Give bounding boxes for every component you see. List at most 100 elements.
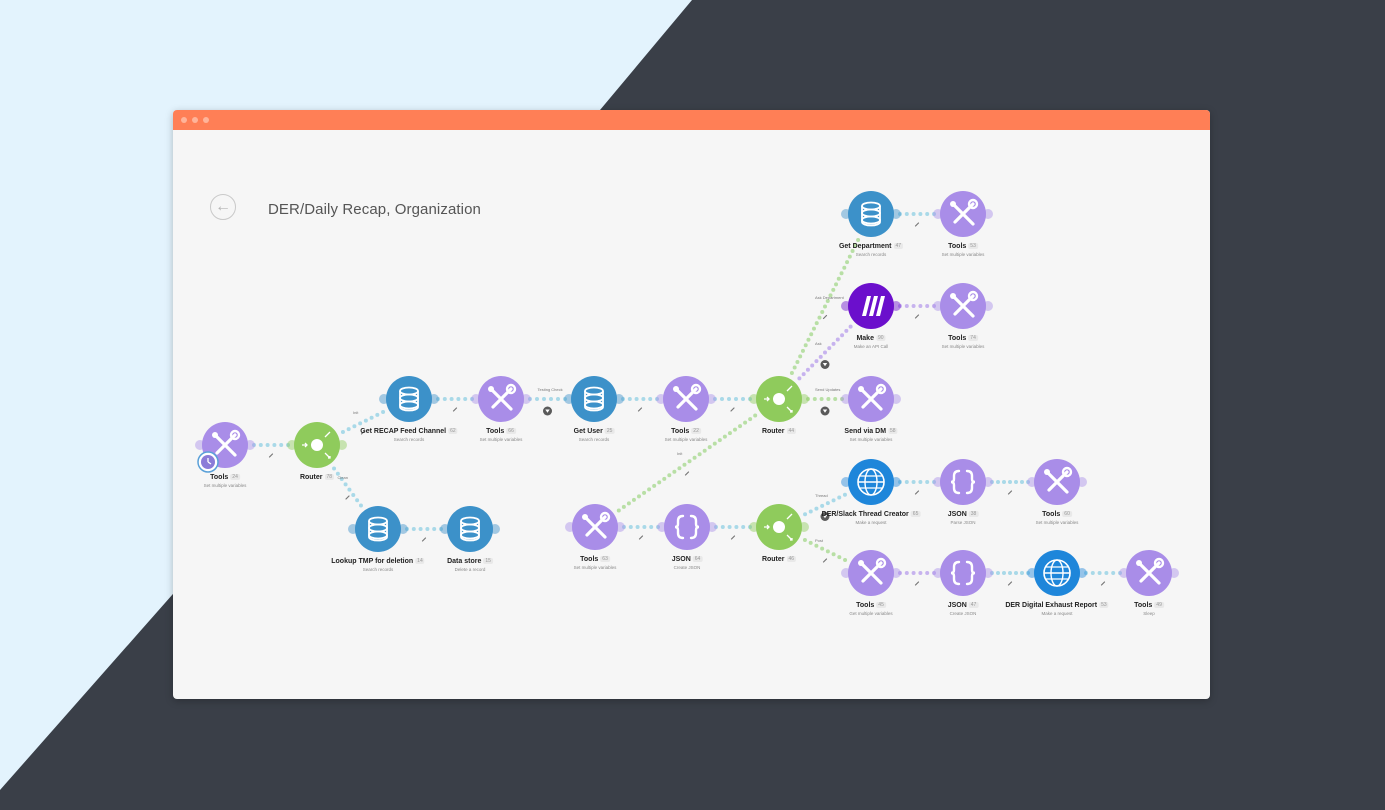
wrench-mini-icon[interactable] [1007,581,1013,586]
wrench-mini-icon[interactable] [914,314,920,319]
connection-link[interactable] [898,571,936,586]
module-router[interactable] [749,376,809,422]
module-tools[interactable] [656,376,716,422]
connection-link[interactable] [528,397,567,416]
connection-link[interactable] [803,492,847,521]
module-bubble[interactable] [848,283,894,329]
link-dot [425,527,430,531]
connection-link[interactable] [622,525,660,540]
link-dot [820,546,825,551]
link-dot [418,527,423,531]
wrench-mini-icon[interactable] [822,314,828,320]
module-json[interactable] [933,550,993,596]
filter-funnel-shape [822,515,828,519]
connection-link[interactable] [898,304,936,319]
wrench-mini-icon[interactable] [684,471,690,476]
link-dot [748,397,752,401]
link-dot [911,212,916,216]
wrench-mini-icon[interactable] [637,407,643,412]
link-dot [346,427,351,432]
link-dot [856,237,861,242]
link-dot [836,276,841,281]
connection-link[interactable] [621,397,659,412]
module-name: Tools [580,556,599,563]
connection-link[interactable] [898,212,936,227]
module-bubble[interactable] [848,191,894,237]
module-action: Parse JSON [950,520,976,525]
module-tools[interactable] [933,191,993,237]
link-dot [563,397,567,401]
connection-link[interactable] [806,397,844,416]
connection-link[interactable] [898,480,936,495]
module-tools[interactable] [471,376,531,422]
module-datastore[interactable] [564,376,624,422]
module-bubble[interactable] [664,504,710,550]
connection-link[interactable] [789,237,861,376]
module-action: Search records [578,437,610,442]
link-dot [738,424,743,429]
window-close-dot[interactable] [181,117,187,123]
module-make[interactable] [841,283,901,329]
connection-link[interactable] [332,466,363,508]
wrench-mini-icon[interactable] [914,581,920,586]
module-tools[interactable] [841,376,901,422]
wrench-mini-icon[interactable] [345,495,350,500]
wrench-mini-icon[interactable] [268,453,274,458]
wrench-mini-icon[interactable] [1100,581,1106,586]
module-bubble[interactable] [447,506,493,552]
module-bubble[interactable] [386,376,432,422]
window-maximize-dot[interactable] [203,117,209,123]
module-http[interactable] [1027,550,1087,596]
wrench-mini-icon[interactable] [914,222,920,227]
connection-link[interactable] [1084,571,1122,586]
wrench-mini-icon[interactable] [421,537,427,542]
module-datastore[interactable] [379,376,439,422]
wrench-mini-icon[interactable] [730,535,736,540]
link-dot [1002,571,1006,575]
module-bubble[interactable] [355,506,401,552]
wrench-mini-icon[interactable] [730,407,735,412]
module-bubble[interactable] [571,376,617,422]
back-button[interactable]: ← [210,194,236,220]
router-icon [764,513,793,541]
module-bubble[interactable] [940,459,986,505]
connection-link[interactable] [405,527,443,542]
connection-link[interactable] [252,443,290,458]
connection-link[interactable] [802,537,848,563]
window-minimize-dot[interactable] [192,117,198,123]
module-tools[interactable] [565,504,625,550]
module-router[interactable] [749,504,809,550]
connection-link[interactable] [436,397,474,412]
connection-link[interactable] [340,409,386,435]
clock-icon[interactable] [197,451,219,473]
module-json[interactable] [657,504,717,550]
connection-link[interactable] [616,413,758,513]
module-router[interactable] [287,422,347,468]
module-tools[interactable] [841,550,901,596]
module-json[interactable] [933,459,993,505]
wrench-mini-icon[interactable] [822,558,828,563]
module-datastore[interactable] [841,191,901,237]
module-tools[interactable] [1027,459,1087,505]
wrench-mini-icon[interactable] [360,430,366,435]
module-tools[interactable] [195,422,255,473]
connection-link[interactable] [713,397,752,412]
module-tools[interactable] [1119,550,1179,596]
module-datastore[interactable] [440,506,500,552]
module-http[interactable] [841,459,901,505]
connection-link[interactable] [797,324,853,381]
module-tools[interactable] [933,283,993,329]
module-bubble[interactable] [940,550,986,596]
wrench-mini-icon[interactable] [1007,490,1013,495]
connection-link[interactable] [990,480,1030,495]
connection-link[interactable] [990,571,1030,586]
wrench-mini-icon[interactable] [914,490,920,495]
wrench-mini-icon[interactable] [638,535,644,540]
window-titlebar [173,110,1210,130]
scenario-canvas[interactable] [173,110,1210,699]
connection-link[interactable] [714,525,752,540]
module-id-badge: 49 [1154,602,1164,609]
wrench-mini-icon[interactable] [452,407,458,412]
module-datastore[interactable] [348,506,408,552]
